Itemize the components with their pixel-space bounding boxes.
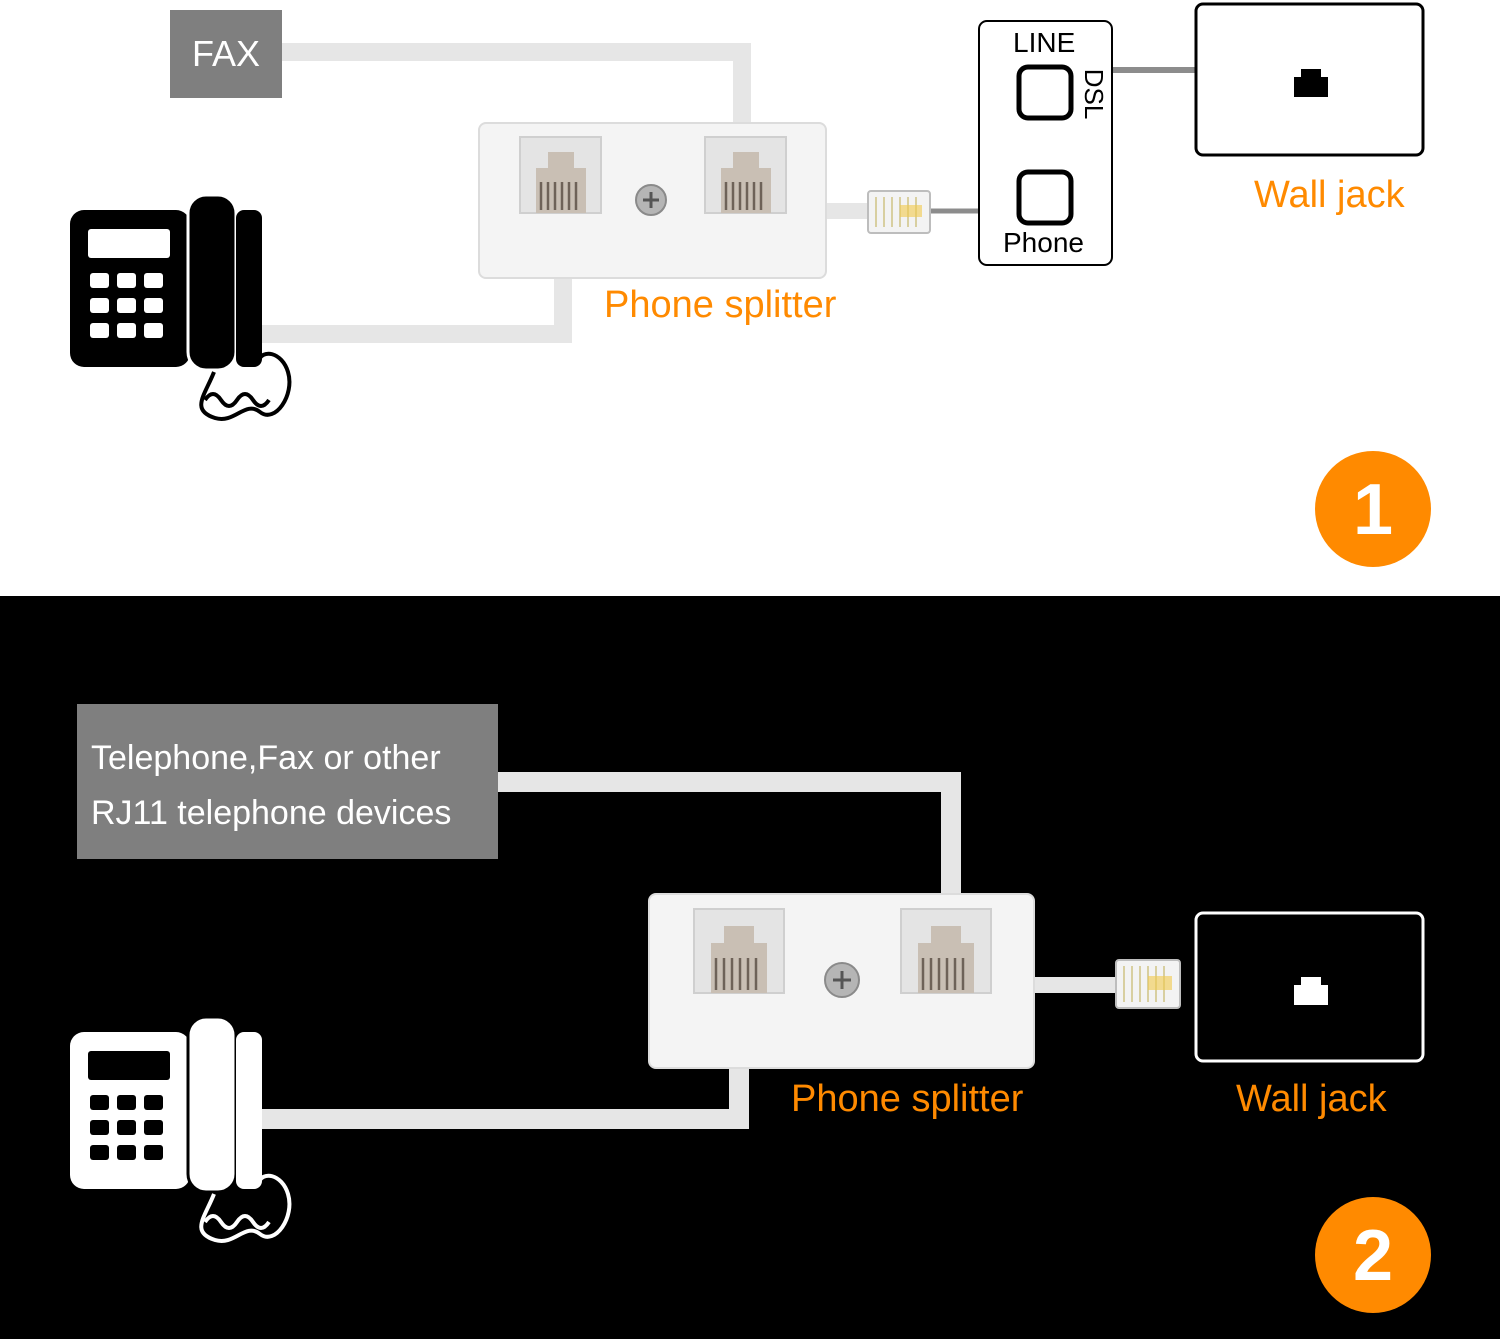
telephone-icon — [70, 1015, 292, 1243]
device-label-line-1: Telephone,Fax or other — [91, 739, 441, 777]
splitter-port-right — [704, 136, 787, 214]
step-number: 1 — [1352, 470, 1394, 550]
phone-cable — [262, 1068, 749, 1129]
fax-label-box: FAX — [170, 10, 282, 98]
device-label-line-2: RJ11 telephone devices — [91, 794, 452, 832]
fax-cable — [282, 43, 751, 124]
phone-splitter-icon — [648, 893, 1035, 1069]
rj11-plug-icon — [1115, 959, 1181, 1009]
modem-dsl-label: DSL — [1079, 68, 1109, 120]
fax-label: FAX — [191, 33, 261, 74]
splitter-label: Phone splitter — [791, 1078, 1024, 1120]
dsl-filter-icon — [978, 20, 1113, 266]
wall-jack-icon — [1194, 2, 1425, 157]
splitter-port-left — [693, 908, 785, 994]
device-label-box: Telephone,Fax or other RJ11 telephone de… — [77, 704, 498, 859]
phone-cable — [262, 278, 572, 343]
modem-line-label: LINE — [1013, 27, 1076, 58]
wall-jack-label: Wall jack — [1236, 1078, 1387, 1120]
panel-1-graphics — [70, 2, 1431, 567]
telephone-icon — [70, 193, 292, 421]
splitter-port-left — [519, 136, 602, 214]
panel-2-graphics — [70, 772, 1431, 1313]
rj11-plug-icon — [867, 190, 931, 234]
modem-phone-label: Phone — [1003, 227, 1084, 258]
panel-step-1: FAX LINE DSL Phone Phone splitter Wall j… — [0, 0, 1500, 596]
device-cable — [498, 772, 961, 894]
splitter-port-right — [900, 908, 992, 994]
screw-icon — [824, 962, 860, 998]
phone-splitter-icon — [478, 122, 827, 279]
splitter-label: Phone splitter — [604, 284, 837, 326]
step-number: 2 — [1352, 1216, 1394, 1296]
panel-step-2: Telephone,Fax or other RJ11 telephone de… — [0, 596, 1500, 1339]
screw-icon — [635, 184, 667, 216]
wall-jack-icon — [1194, 911, 1425, 1063]
step-badge — [1315, 1197, 1431, 1313]
wall-jack-label: Wall jack — [1254, 174, 1405, 216]
step-badge — [1315, 451, 1431, 567]
